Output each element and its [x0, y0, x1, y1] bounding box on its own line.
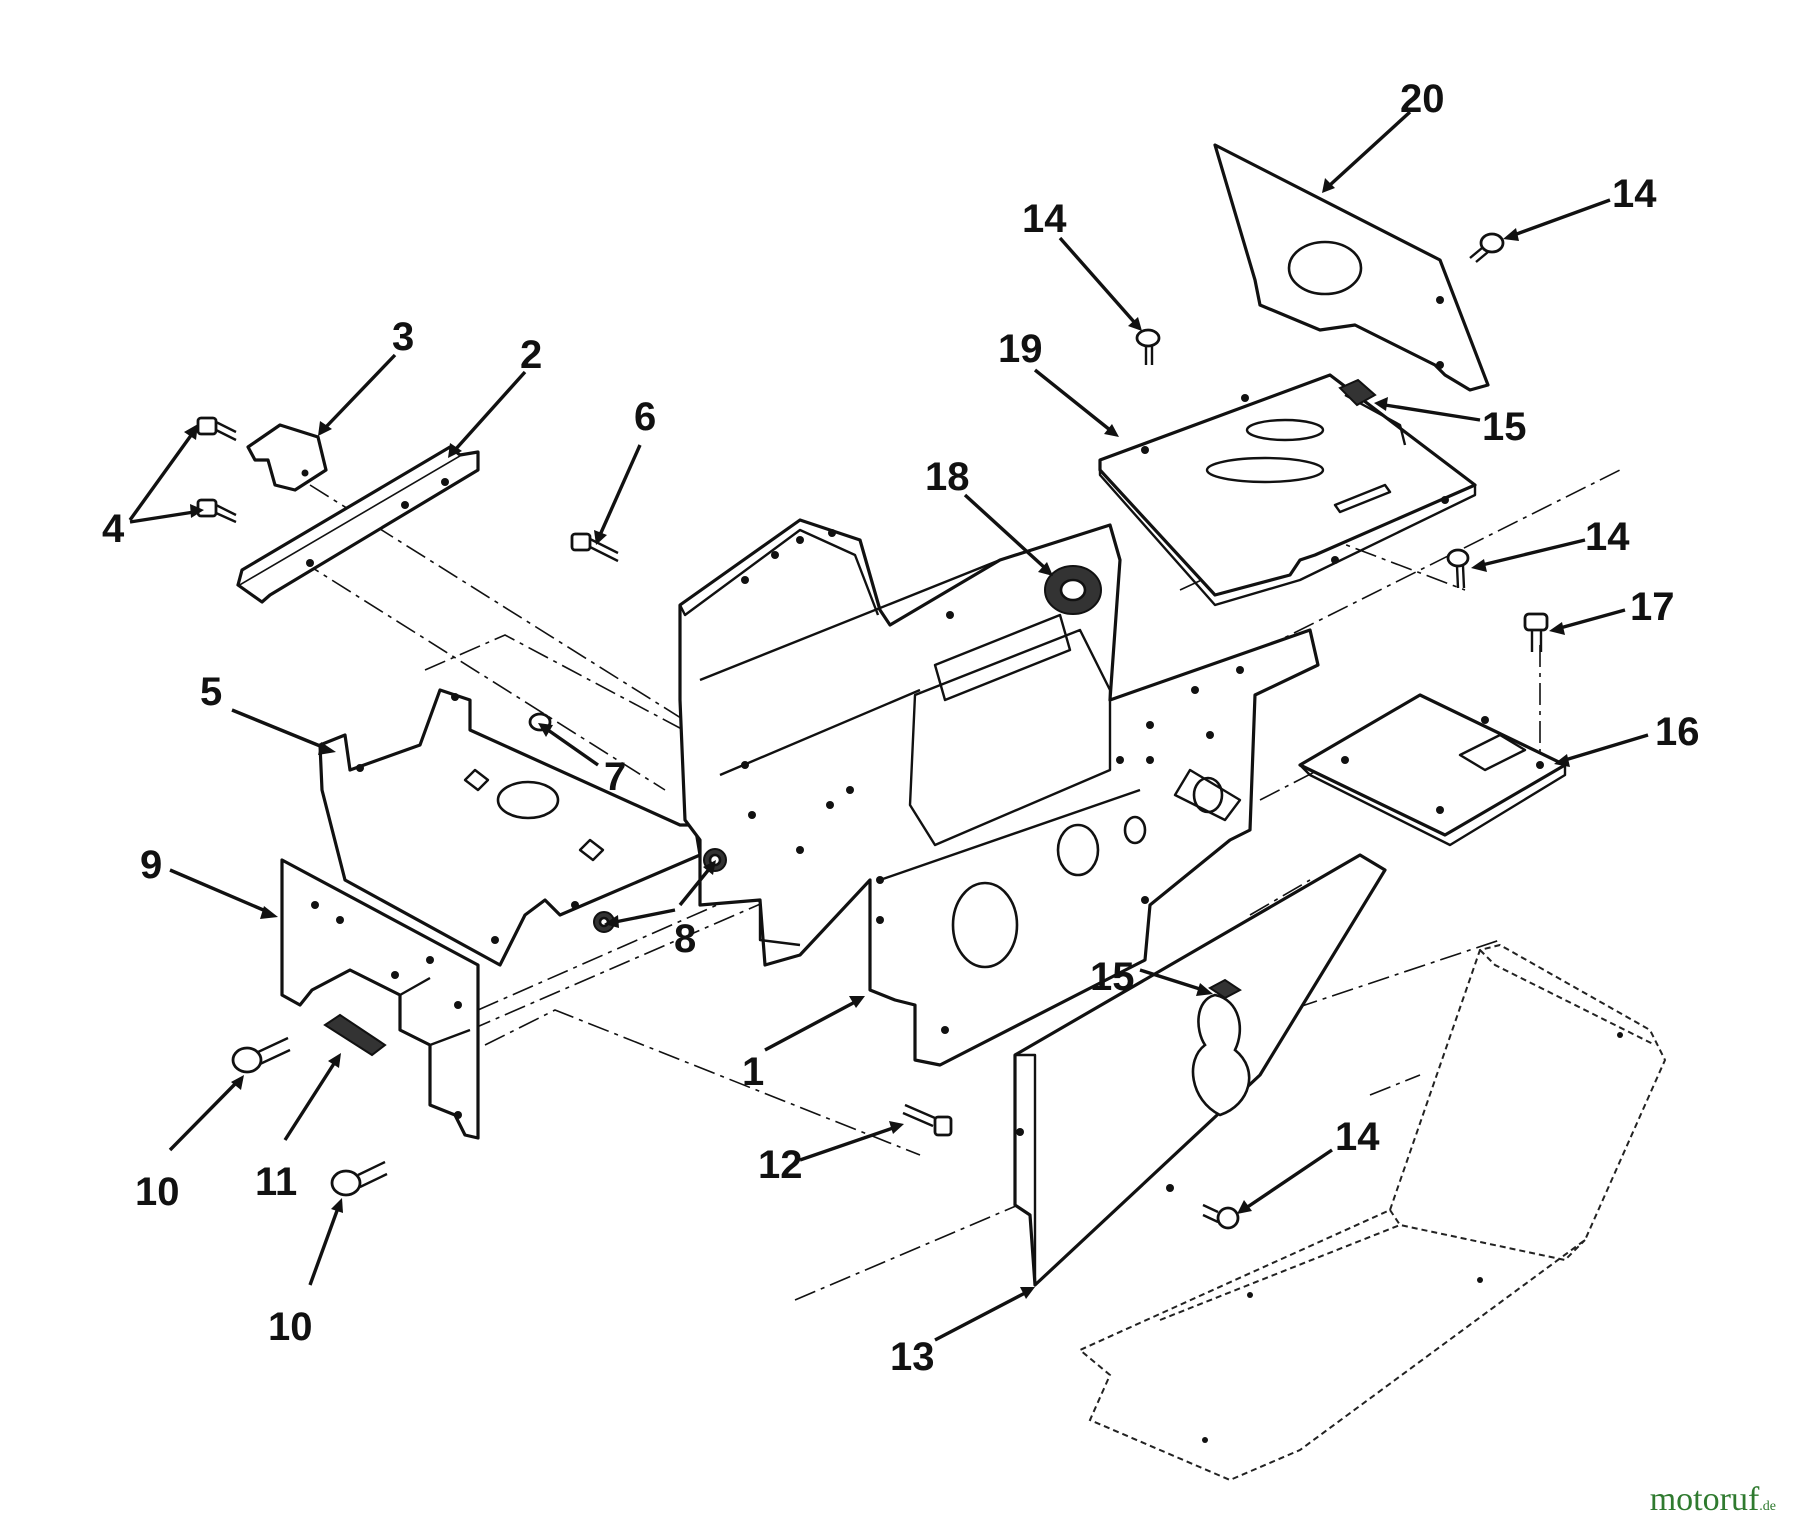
- callout-13: 13: [890, 1335, 935, 1379]
- leader-14b: [1503, 198, 1611, 241]
- leader-18: [963, 493, 1053, 576]
- leader-14c: [1471, 538, 1586, 572]
- callout-4: 4: [102, 507, 125, 551]
- clip-15-top: [1338, 378, 1377, 407]
- leader-9: [169, 868, 278, 919]
- bolt-12: [902, 1103, 953, 1137]
- callout-14a: 14: [1022, 197, 1067, 241]
- callout-9: 9: [140, 843, 162, 887]
- bolt-10-upper: [231, 1036, 291, 1074]
- leader-10a: [168, 1075, 244, 1152]
- part-13-side-panel: [1013, 853, 1387, 1287]
- screw-14-panel: [1202, 1203, 1240, 1230]
- callout-20: 20: [1400, 77, 1445, 121]
- callout-10b: 10: [268, 1305, 313, 1349]
- callout-5: 5: [200, 670, 222, 714]
- screw-6: [570, 532, 619, 563]
- part-18-knob: [1044, 565, 1102, 615]
- callout-1: 1: [742, 1050, 764, 1094]
- leader-8a: [678, 860, 716, 907]
- leader-13: [934, 1287, 1035, 1342]
- leader-7: [538, 723, 599, 767]
- part-9-side-plate: [280, 858, 480, 1140]
- screw-14-right: [1446, 548, 1470, 589]
- part-1-main-frame: [678, 518, 1320, 1067]
- watermark-brand: motoruf: [1649, 1481, 1760, 1518]
- leader-16: [1554, 733, 1649, 767]
- leader-15a: [1374, 397, 1481, 422]
- part-5-lower-plate: [318, 688, 702, 967]
- watermark-logo: motoruf.de: [1650, 1481, 1776, 1519]
- leader-6: [594, 444, 642, 545]
- leader-2: [448, 370, 527, 458]
- leader-5: [231, 708, 336, 755]
- callout-7: 7: [604, 755, 626, 799]
- callout-6: 6: [634, 395, 656, 439]
- leader-19: [1033, 368, 1119, 437]
- callout-15b: 15: [1090, 955, 1135, 999]
- leader-4a: [128, 424, 198, 521]
- callout-14b: 14: [1612, 172, 1657, 216]
- callout-11: 11: [255, 1160, 297, 1204]
- callout-14c: 14: [1585, 515, 1630, 559]
- part-19-top-plate: [1098, 373, 1477, 607]
- callout-15a: 15: [1482, 405, 1527, 449]
- screw-14-cover: [1469, 232, 1505, 263]
- callout-16: 16: [1655, 710, 1700, 754]
- part-11-spring: [323, 1013, 387, 1057]
- leader-14a: [1058, 236, 1142, 331]
- leader-10b: [308, 1198, 343, 1286]
- ghost-deck-shroud: [1078, 943, 1667, 1482]
- screw-14-top: [1135, 328, 1161, 365]
- callout-14d: 14: [1335, 1115, 1380, 1159]
- callout-2: 2: [520, 333, 542, 377]
- callout-3: 3: [392, 315, 414, 359]
- leader-3: [318, 353, 397, 436]
- leader-arrows: [128, 110, 1649, 1342]
- leader-8b: [604, 908, 676, 928]
- part-2-angle-bracket: [236, 445, 480, 604]
- leader-15b: [1139, 968, 1213, 996]
- screw-4-lower: [196, 498, 237, 524]
- callout-12: 12: [758, 1143, 803, 1187]
- leader-12: [799, 1121, 904, 1162]
- callout-17: 17: [1630, 585, 1675, 629]
- clip-15-lower: [1208, 978, 1242, 1000]
- leader-4b: [129, 504, 204, 524]
- hardware: [196, 232, 1549, 1230]
- leader-11: [283, 1053, 341, 1141]
- callout-labels: 1 2 3 4 5 6 7 8 9 10 10 11 12 13 14 14 1…: [102, 77, 1700, 1379]
- screw-4-upper: [196, 416, 237, 442]
- callout-19: 19: [998, 327, 1043, 371]
- part-3-clip: [246, 423, 328, 492]
- callout-8: 8: [674, 917, 696, 961]
- part-20-cover-plate: [1213, 143, 1490, 392]
- leader-14d: [1237, 1148, 1333, 1214]
- leader-20: [1322, 110, 1412, 193]
- leader-1: [764, 996, 865, 1052]
- watermark-suffix: .de: [1759, 1499, 1776, 1514]
- part-16-small-plate: [1298, 693, 1567, 847]
- leader-17: [1549, 608, 1626, 635]
- bolt-10-lower: [330, 1160, 388, 1197]
- bolt-17: [1523, 612, 1549, 652]
- callout-10a: 10: [135, 1170, 180, 1214]
- callout-18: 18: [925, 455, 970, 499]
